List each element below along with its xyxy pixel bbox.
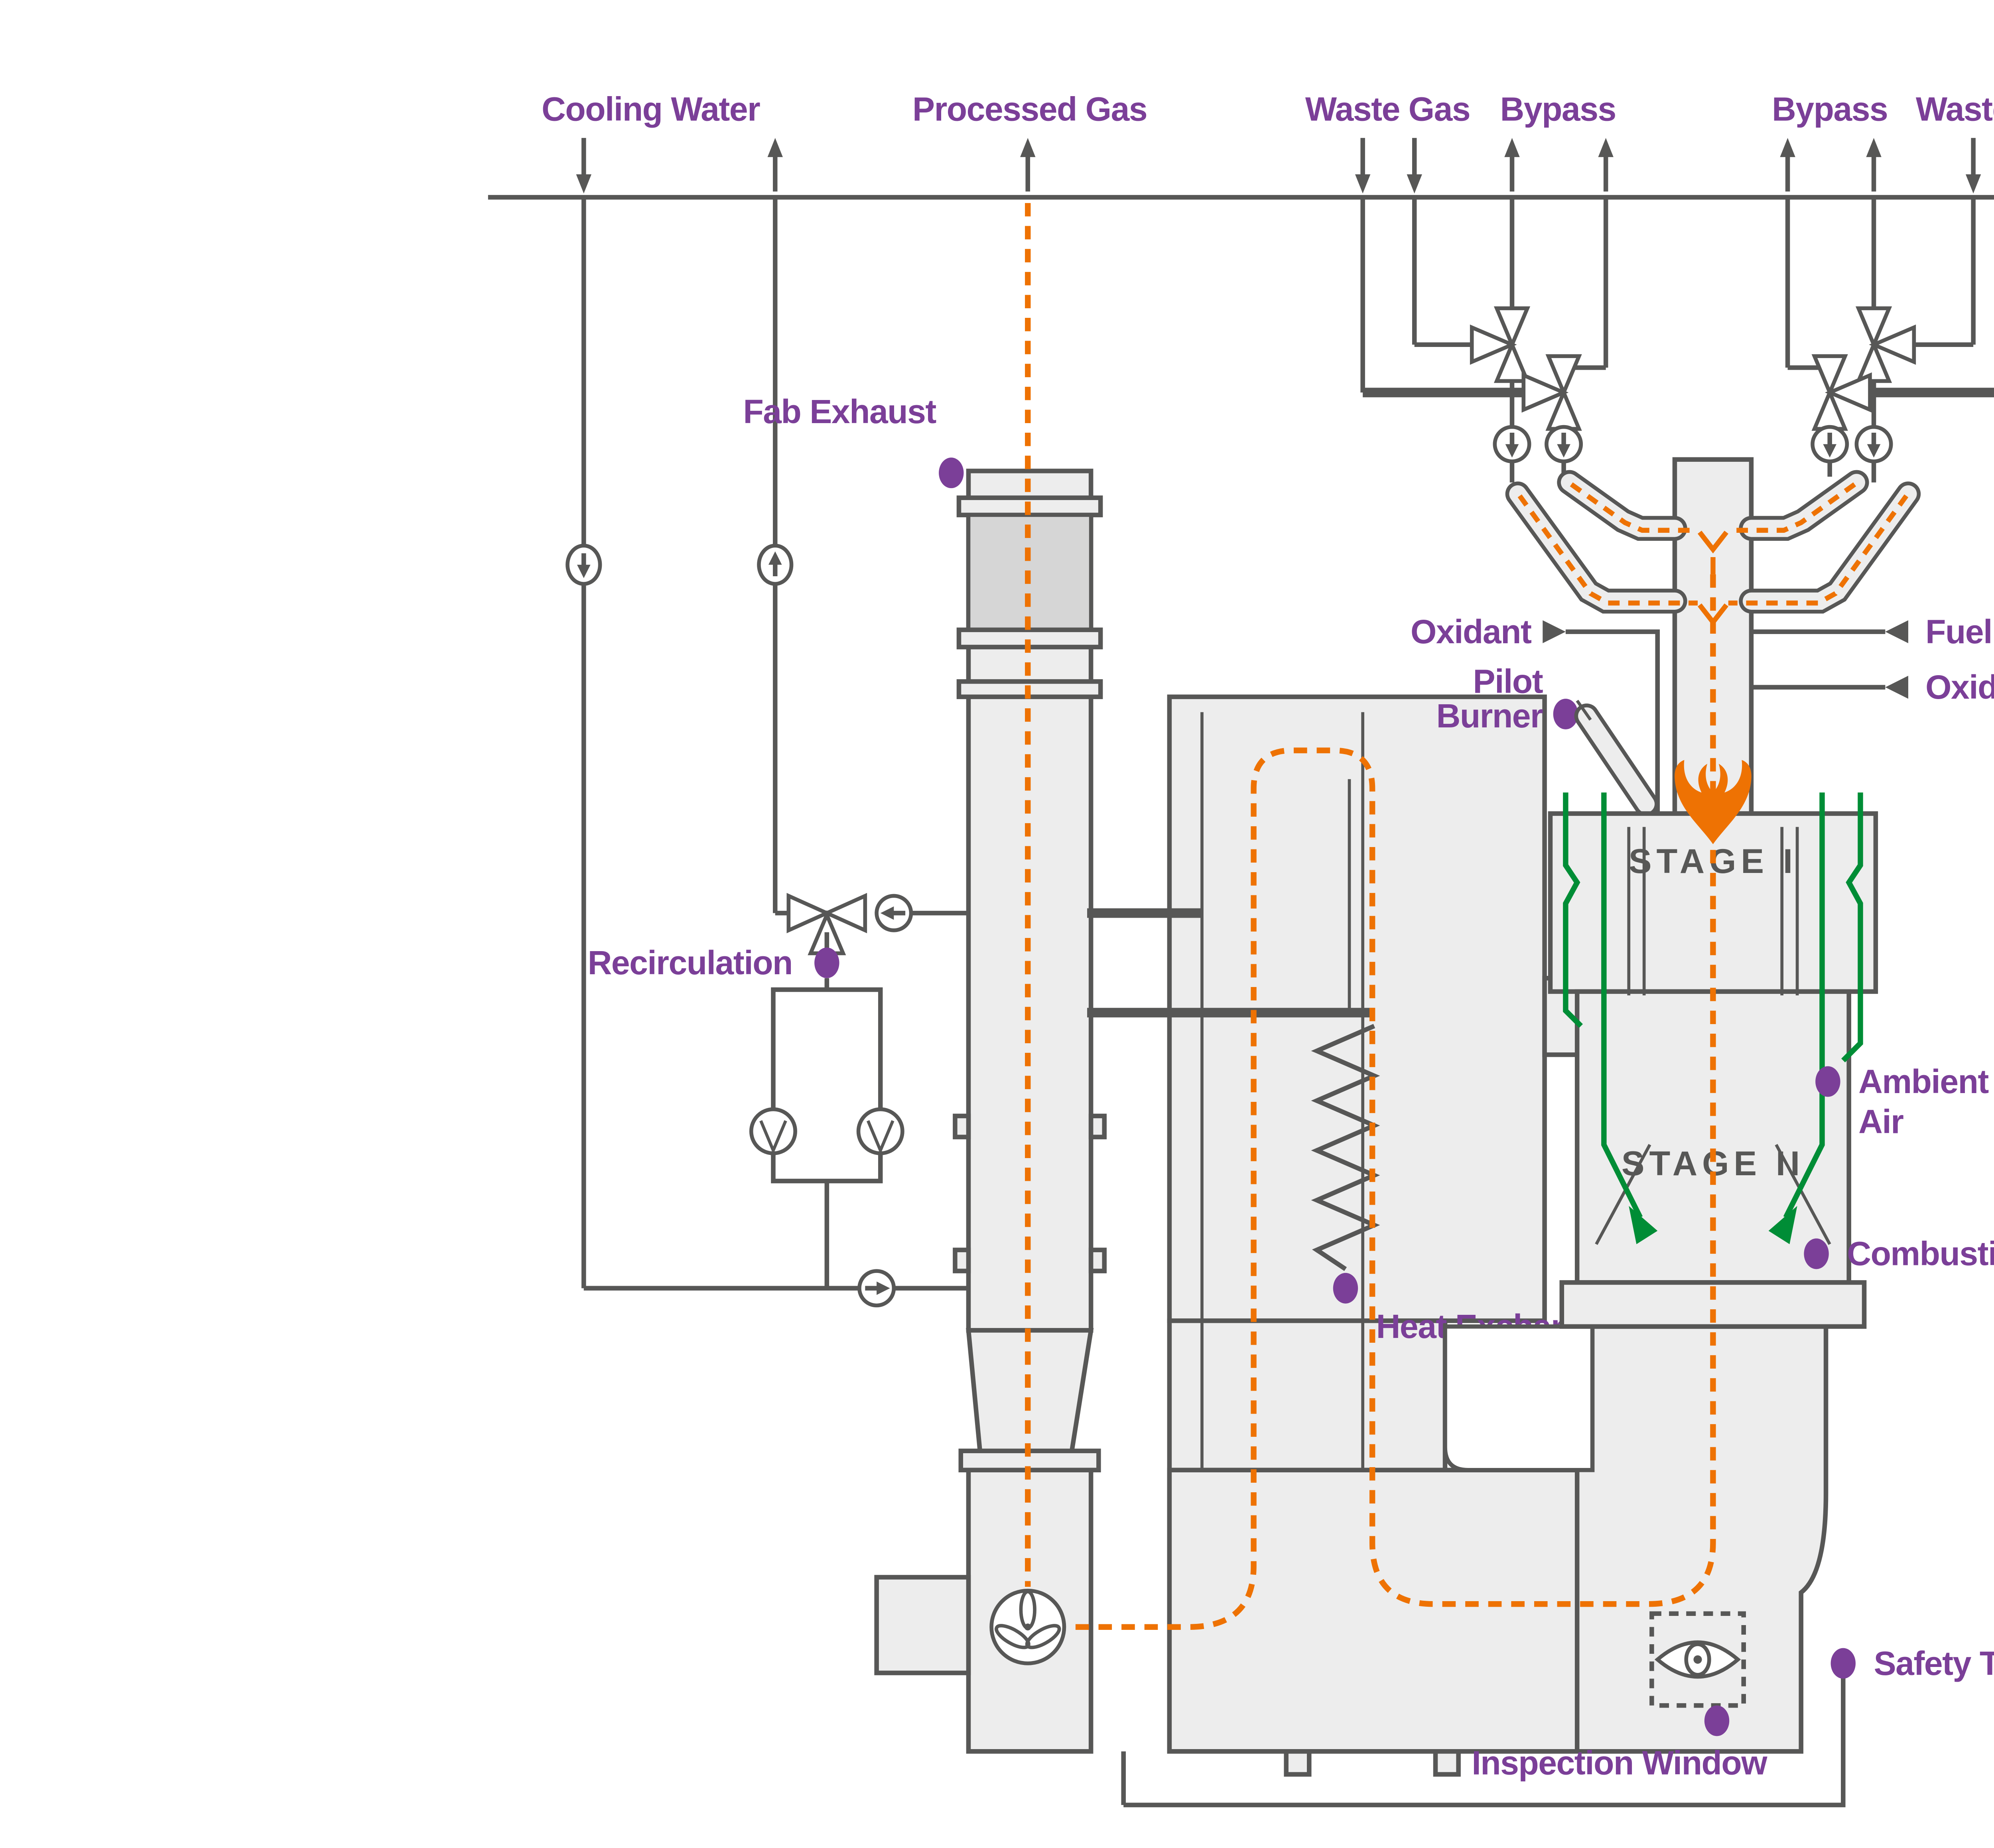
eye-icon xyxy=(1654,1640,1741,1679)
safety-tank-dot xyxy=(1830,1648,1856,1679)
label-burner: Burner xyxy=(1436,697,1543,735)
reactor-downcomer xyxy=(1574,1324,1828,1754)
safety-tank-drain-line xyxy=(1123,1677,1846,1807)
recirculation-dot xyxy=(814,948,839,978)
label-oxidant-right: Oxidant xyxy=(1925,668,1994,706)
boundary-flow-arrows xyxy=(576,138,1981,194)
heat-exchanger-coil xyxy=(1311,1024,1380,1271)
burner-feed-lines: Oxidant Fuel Gas Oxidant Pilot Burner xyxy=(1411,613,1994,817)
flow-indicator-up xyxy=(757,544,794,586)
pump-left xyxy=(749,1107,797,1155)
label-oxidant-left: Oxidant xyxy=(1411,613,1531,650)
label-bypass-right: Bypass xyxy=(1772,91,1888,128)
label-safety-tank: Safety Tank xyxy=(1874,1645,1994,1682)
label-recirculation: Recirculation xyxy=(588,944,792,981)
ambient-air-dot xyxy=(1815,1066,1840,1097)
fab-exhaust-dot xyxy=(939,457,964,489)
inspection-window: Inspection Window xyxy=(1472,1611,1768,1781)
bottom-duct-assembly: Safety Tank xyxy=(1121,1324,1994,1807)
flow-indicator-down xyxy=(565,544,602,586)
bypass-valve-4 xyxy=(1811,354,1872,431)
label-pilot: Pilot xyxy=(1473,663,1543,700)
label-ambient: Ambient xyxy=(1858,1063,1988,1100)
pilot-burner-dot xyxy=(1553,699,1578,729)
inspection-window-dot xyxy=(1704,1705,1730,1736)
label-inspection-window: Inspection Window xyxy=(1472,1744,1767,1781)
label-cooling-water: Cooling Water xyxy=(542,91,760,128)
bypass-valve-1 xyxy=(1470,306,1531,383)
fan-inlet-stub xyxy=(874,1575,971,1675)
exhaust-fan xyxy=(989,1588,1066,1665)
bypass-valve-3 xyxy=(1855,306,1916,383)
label-fuel-gas: Fuel Gas xyxy=(1925,613,1994,650)
flame-icon xyxy=(1675,760,1752,844)
waste-gas-bypass-manifold xyxy=(1360,197,1994,463)
label-waste-gas-right: Waste Gas xyxy=(1916,91,1994,128)
heat-exchanger-dot xyxy=(1333,1273,1358,1304)
bypass-valve-2 xyxy=(1521,354,1582,431)
flow-indicator-left xyxy=(875,894,913,932)
gas-merge-mark xyxy=(1697,530,1728,554)
three-way-valve-recirculation xyxy=(786,893,867,956)
ambient-air-channels xyxy=(1563,792,1863,1244)
label-combustion-reactor: Combustion Reactor xyxy=(1847,1235,1994,1273)
label-processed-gas: Processed Gas xyxy=(912,91,1147,128)
fab-exhaust-stack: Fab Exhaust xyxy=(743,393,1107,1754)
combustion-reactor-dot xyxy=(1804,1238,1829,1269)
cooling-water-circuit xyxy=(565,197,969,1308)
label-fab-exhaust: Fab Exhaust xyxy=(743,393,936,430)
label-waste-gas-left: Waste Gas xyxy=(1305,91,1470,128)
burner-assembly xyxy=(1505,457,1921,816)
flow-indicator-down xyxy=(1493,425,1893,463)
pump-right xyxy=(856,1107,904,1155)
waste-gas-path xyxy=(1068,574,1716,1630)
combustion-reactor: STAGE I STAGE II Ambient Air Combustion … xyxy=(1548,760,1994,1329)
label-bypass-left: Bypass xyxy=(1500,91,1616,128)
pilot-burner-lance xyxy=(1574,699,1659,817)
recirculation-circuit: Recirculation xyxy=(588,893,969,1288)
process-gas-paths xyxy=(1025,203,1716,1630)
flow-indicator-right xyxy=(857,1269,896,1308)
label-air: Air xyxy=(1858,1103,1903,1141)
duct-gap xyxy=(1443,1324,1595,1472)
